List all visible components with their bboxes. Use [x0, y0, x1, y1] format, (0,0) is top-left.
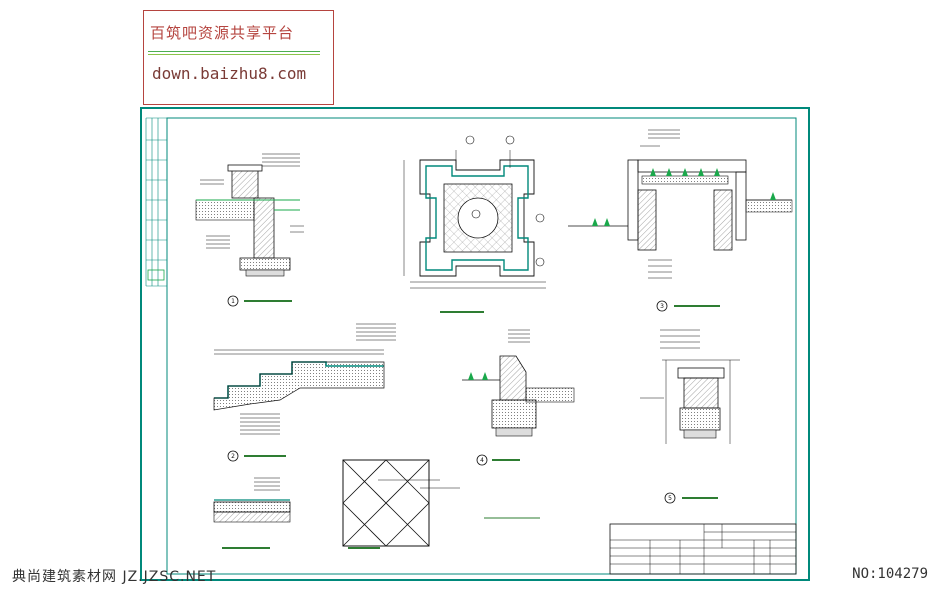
- title-block: [609, 523, 797, 575]
- detail-number-4: 4: [480, 457, 484, 464]
- footer-source-watermark: 典尚建筑素材网 JZ.JZSC.NET: [12, 569, 217, 585]
- plan-view: [403, 135, 546, 313]
- footer-serial-number: NO:104279: [852, 566, 928, 582]
- sheet-frame: [140, 107, 810, 581]
- watermark-url: down.baizhu8.com: [152, 64, 307, 83]
- detail-4-section: [462, 329, 575, 466]
- detail-numbers: 1 2 3 4 5: [231, 298, 672, 502]
- watermark-divider: [148, 51, 320, 52]
- detail-1-section: [195, 153, 304, 307]
- tile-pattern: [342, 459, 540, 549]
- detail-5-section: [640, 329, 740, 504]
- watermark-divider-2: [148, 54, 320, 55]
- detail-number-2: 2: [231, 453, 235, 460]
- watermark-site-name: 百筑吧资源共享平台: [150, 24, 295, 42]
- detail-number-5: 5: [668, 495, 672, 502]
- detail-2-stairs: [213, 323, 396, 462]
- detail-number-3: 3: [660, 303, 664, 310]
- paving-section: [213, 477, 291, 549]
- watermark-stamp: [143, 10, 334, 105]
- detail-3-section: [568, 129, 793, 312]
- detail-number-1: 1: [231, 298, 235, 305]
